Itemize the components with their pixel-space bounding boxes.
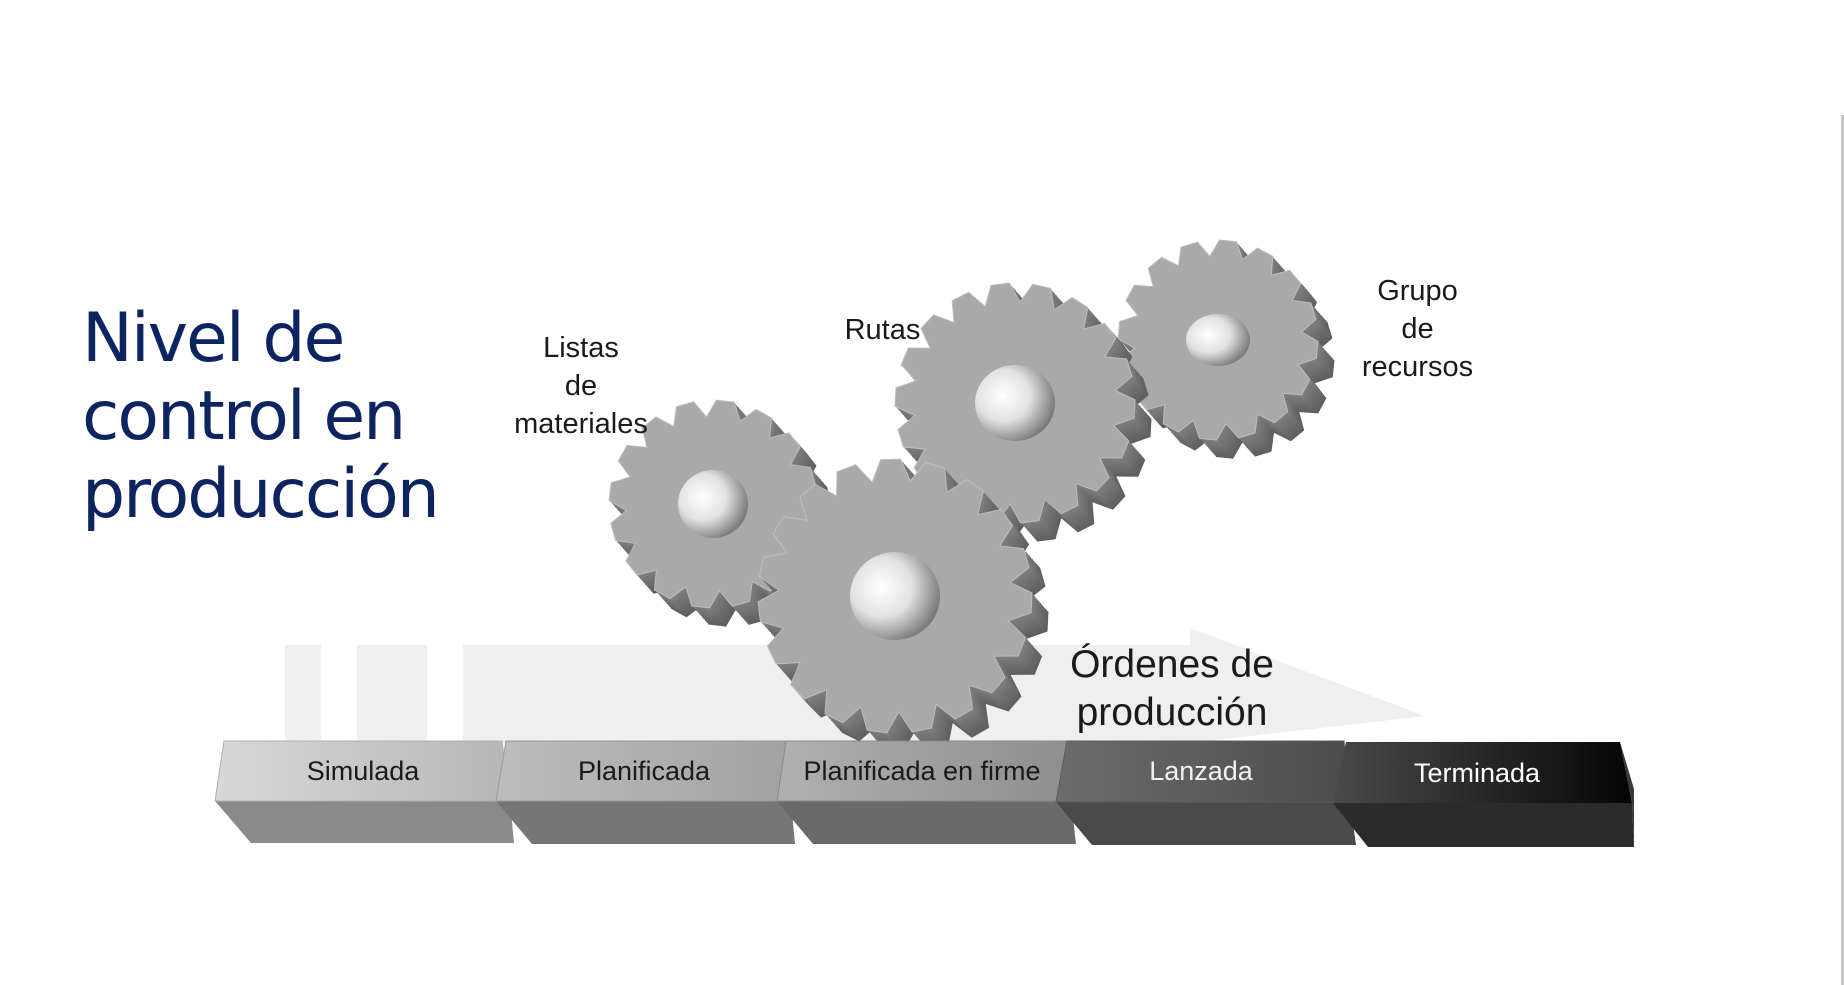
label-resources-line-3: recursos — [1361, 351, 1474, 383]
stage-block-planificada — [495, 740, 795, 844]
stage-label-planificada-firme: Planificada en firme — [803, 756, 1041, 786]
stage-label-terminada: Terminada — [1413, 758, 1541, 788]
title-line-3: producción — [82, 455, 440, 534]
label-orders-line-2: producción — [1076, 691, 1268, 734]
gear-icon — [608, 399, 834, 627]
gear-icon — [1117, 239, 1335, 459]
stage-label-lanzada: Lanzada — [1149, 756, 1253, 786]
page-title: Nivel de control en producción — [82, 299, 440, 534]
title-line-2: control en — [82, 377, 406, 456]
label-resources-line-1: Grupo — [1377, 275, 1458, 307]
label-orders: Órdenes de producción — [1052, 641, 1292, 737]
stage-block-terminada — [1333, 742, 1634, 847]
label-bom-line-1: Listas — [543, 332, 619, 364]
stage-block-planificada-firme — [776, 740, 1076, 844]
stage-label-planificada: Planificada — [577, 756, 711, 786]
label-resources: Grupo de recursos — [1340, 272, 1495, 386]
label-bom: Listas de materiales — [496, 329, 666, 443]
label-bom-line-2: de — [564, 370, 598, 402]
stage-block-simulada — [214, 740, 514, 843]
gear-icon — [757, 458, 1049, 752]
label-orders-line-1: Órdenes de — [1070, 643, 1274, 686]
gear-icon — [894, 282, 1152, 542]
stage-block-lanzada — [1055, 740, 1356, 845]
stage-label-simulada: Simulada — [306, 756, 420, 786]
label-bom-line-3: materiales — [514, 408, 648, 440]
slide-edge — [1841, 115, 1844, 985]
gears-layer — [608, 239, 1335, 752]
label-routes: Rutas — [844, 314, 921, 346]
label-resources-line-2: de — [1401, 313, 1434, 345]
title-line-1: Nivel de — [82, 299, 345, 378]
